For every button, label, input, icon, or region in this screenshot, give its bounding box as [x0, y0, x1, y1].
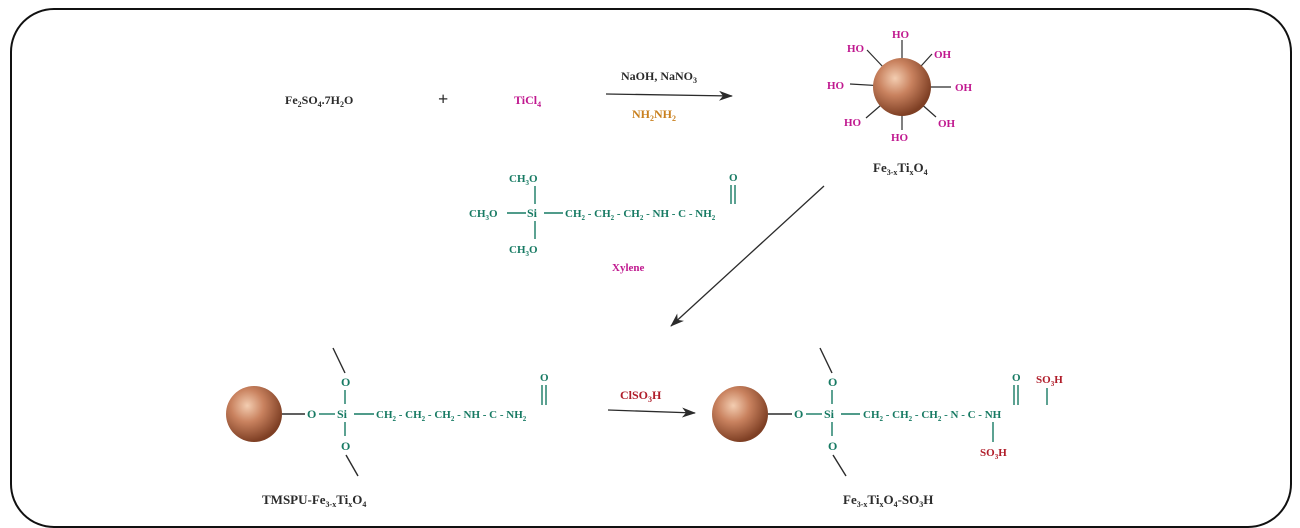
svg-text:O: O	[828, 375, 837, 389]
hydroxyl-label: HO	[847, 43, 865, 55]
step1-reagents-above: NaOH, NaNO3	[621, 69, 697, 85]
step1-reagents-below: NH2NH2	[632, 107, 676, 123]
svg-text:O: O	[540, 372, 549, 384]
product1-label: TMSPU-Fe3-xTixO4	[262, 492, 366, 509]
hydroxyl-label: HO	[827, 80, 845, 92]
svg-text:O: O	[828, 439, 837, 453]
svg-text:Si: Si	[527, 206, 538, 220]
svg-text:Si: Si	[824, 407, 835, 421]
sulfonated-particle: O Si O O CH2 - CH2 - CH2 - N - C - NH O …	[712, 347, 1063, 477]
product2-label: Fe3-xTixO4-SO3H	[843, 492, 933, 509]
hydroxyl-label: HO	[891, 132, 909, 144]
svg-text:CH3O: CH3O	[509, 244, 538, 258]
svg-text:O: O	[794, 407, 803, 421]
svg-text:Si: Si	[337, 407, 348, 421]
svg-text:CH2 - CH2 - CH2 - N - C - NH: CH2 - CH2 - CH2 - N - C - NH	[863, 409, 1002, 423]
tmspu-silane: CH3O CH3O Si CH3O CH2 - CH2 - CH2 - NH -…	[469, 172, 738, 258]
hydroxylated-particle: HO HO HO HO OH OH OH HO OH	[827, 29, 973, 144]
reaction-scheme: Fe2SO4.7H2O + TiCl4 NaOH, NaNO3 NH2NH2 H…	[226, 29, 1063, 509]
step3-reagent: ClSO3H	[620, 388, 662, 404]
hydroxyl-label: OH	[955, 82, 973, 94]
step3-arrow	[607, 407, 696, 418]
hydroxyl-label: HO	[892, 29, 910, 41]
svg-text:O: O	[729, 172, 738, 184]
step2-diagonal-arrow	[670, 185, 825, 327]
solvent-label: Xylene	[612, 262, 645, 274]
hydroxyl-label: OH	[938, 118, 956, 130]
svg-text:O: O	[341, 375, 350, 389]
hydroxyl-label: OH	[932, 115, 933, 116]
step1-arrow	[605, 90, 733, 101]
svg-text:CH2 - CH2 - CH2 - NH - C - NH2: CH2 - CH2 - CH2 - NH - C - NH2	[565, 208, 716, 222]
nanoparticle-sphere	[226, 386, 282, 442]
svg-text:O: O	[341, 439, 350, 453]
svg-text:SO3H: SO3H	[980, 447, 1007, 461]
nanoparticle-sphere	[712, 386, 768, 442]
svg-text:SO3H: SO3H	[1036, 374, 1063, 388]
svg-text:CH3O: CH3O	[469, 208, 498, 222]
particle1-label: Fe3-xTixO4	[873, 160, 928, 177]
svg-text:CH3O: CH3O	[509, 173, 538, 187]
nanoparticle-sphere	[873, 58, 931, 116]
svg-text:CH2 - CH2 - CH2 - NH - C - NH2: CH2 - CH2 - CH2 - NH - C - NH2	[376, 409, 527, 423]
hydroxyl-label: OH	[934, 49, 952, 61]
svg-text:O: O	[307, 407, 316, 421]
fe-sulfate-formula: Fe2SO4.7H2O	[285, 93, 353, 109]
svg-text:O: O	[1012, 372, 1021, 384]
hydroxyl-label: HO	[844, 117, 862, 129]
plus-sign: +	[438, 89, 448, 109]
ticl4-formula: TiCl4	[514, 93, 541, 109]
tmspu-functionalized-particle: O Si O O CH2 - CH2 - CH2 - NH - C - NH2 …	[226, 347, 549, 477]
